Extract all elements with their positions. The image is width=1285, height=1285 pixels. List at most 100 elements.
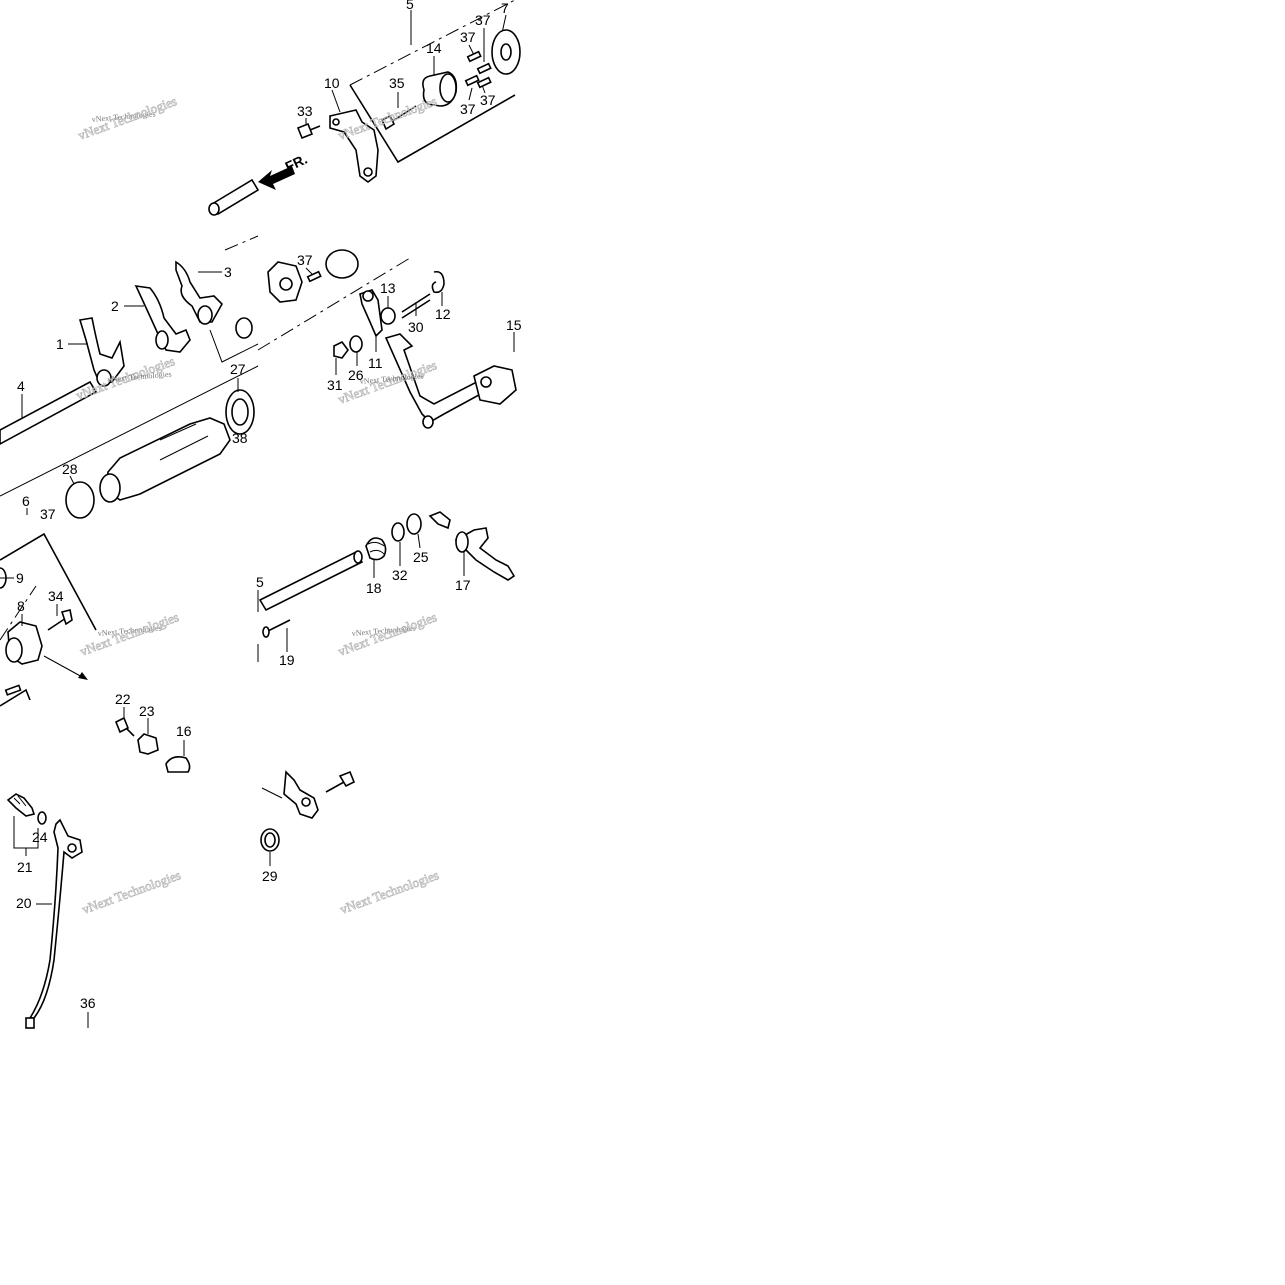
collar-16 xyxy=(165,756,191,773)
gearshift-spindle-17-flange xyxy=(455,531,469,553)
washer xyxy=(349,335,363,353)
gearshift-spindle-plate xyxy=(473,365,517,405)
leader-line xyxy=(468,87,473,101)
callout-30: 30 xyxy=(408,319,424,335)
dowel-pin xyxy=(464,74,480,87)
tie-rod-bolt xyxy=(325,781,345,793)
dowel-pin xyxy=(466,50,482,63)
leader-line xyxy=(69,475,75,485)
leader-line xyxy=(417,533,421,549)
tie-rod-bolt-head xyxy=(338,770,356,788)
boundary-line xyxy=(349,0,516,86)
drum-groove xyxy=(159,423,197,441)
boundary-line xyxy=(209,329,259,363)
shift-fork-2-boss xyxy=(155,330,169,350)
gearshift-spindle-end xyxy=(422,415,434,429)
pivot-bolt-21-thread xyxy=(13,795,27,807)
boundary-line xyxy=(0,365,259,497)
cam-bolt-34 xyxy=(47,617,67,631)
callout-4: 4 xyxy=(17,378,25,394)
drum-center-hole xyxy=(279,277,293,291)
gearshift-drum xyxy=(105,417,231,501)
tile-bottom: vNext Technologies vNext Technologies xyxy=(6,770,441,1029)
drum-bearing xyxy=(65,481,95,519)
callout-9: 9 xyxy=(16,570,24,586)
front-direction-label: FR. xyxy=(283,151,310,175)
stopper-bolt xyxy=(296,122,314,140)
washer-32 xyxy=(391,522,405,542)
callout-26: 26 xyxy=(348,367,364,383)
gearshift-pedal-shaft-end xyxy=(353,550,363,564)
collar xyxy=(380,307,396,325)
tile-lower-left: vNext Technologies vNext Technologies xyxy=(0,532,191,773)
drum-washer xyxy=(235,317,253,339)
stopper-arm-roller xyxy=(363,167,373,177)
spring-end xyxy=(428,511,451,530)
callout-1: 1 xyxy=(56,336,64,352)
leader-line xyxy=(331,89,341,113)
callout-38: 38 xyxy=(232,430,248,446)
pin-19-end xyxy=(262,626,270,638)
stopper-arm-11 xyxy=(359,289,383,338)
gearshift-spindle-17 xyxy=(454,527,516,581)
callout-13: 13 xyxy=(380,280,396,296)
callout-31: 31 xyxy=(327,377,343,393)
gearshift-pedal-pivot xyxy=(67,843,77,853)
direction-arrowhead xyxy=(78,672,88,680)
callout-20: 20 xyxy=(16,895,32,911)
callout-15: 15 xyxy=(506,317,522,333)
cam-bolt-head xyxy=(380,114,396,131)
return-spring-18-coils xyxy=(367,541,385,555)
callout-5: 5 xyxy=(406,0,414,12)
shift-fork-shaft xyxy=(0,380,98,445)
drum-groove xyxy=(159,435,209,461)
shift-fork-3 xyxy=(175,260,223,323)
callout-37: 37 xyxy=(40,506,56,522)
front-direction-arrow xyxy=(258,166,295,190)
clamp-23 xyxy=(137,733,159,755)
tile-middle-right: vNext Technologies vNext Technologies xyxy=(257,249,517,429)
dowel-pin xyxy=(4,684,22,696)
callout-16: 16 xyxy=(176,723,192,739)
bolt-22 xyxy=(114,716,130,734)
callout-25: 25 xyxy=(413,549,429,565)
dowel-pin xyxy=(476,62,492,75)
tile-middle-left: vNext Technologies vNext Technologies xyxy=(0,235,259,519)
callout-37: 37 xyxy=(460,29,476,45)
stopper-arm-11-hole xyxy=(362,290,374,302)
boundary-line xyxy=(257,257,411,351)
tie-rod-arm-hole xyxy=(301,797,311,807)
callout-37: 37 xyxy=(475,12,491,28)
shift-fork-2 xyxy=(134,285,191,353)
boundary-line xyxy=(0,532,97,631)
oil-seal-25 xyxy=(406,513,422,535)
shift-drum-pipe-end xyxy=(208,202,220,216)
watermark-text: vNext Technologies xyxy=(338,867,441,917)
leader-line xyxy=(305,267,313,275)
pin-19 xyxy=(265,619,291,633)
callout-18: 18 xyxy=(366,580,382,596)
boundary-line xyxy=(349,84,516,164)
callout-10: 10 xyxy=(324,75,340,91)
callout-19: 19 xyxy=(279,652,295,668)
callout-34: 34 xyxy=(48,588,64,604)
callout-24: 24 xyxy=(32,829,48,845)
callout-35: 35 xyxy=(389,75,405,91)
callout-17: 17 xyxy=(455,577,471,593)
callout-14: 14 xyxy=(426,40,442,56)
direction-line xyxy=(43,655,85,679)
gearshift-spindle-hole xyxy=(480,376,492,388)
callout-21: 21 xyxy=(17,859,33,875)
gearshift-pedal-shaft xyxy=(258,550,364,612)
callout-6: 6 xyxy=(22,493,30,509)
drum-center-plate-hole xyxy=(500,43,512,61)
shift-drum-cam-face xyxy=(439,73,457,103)
callout-11: 11 xyxy=(368,355,383,371)
drum-bearing xyxy=(325,249,359,279)
pivot-bolt-21 xyxy=(6,793,36,817)
callout-33: 33 xyxy=(297,103,313,119)
stopper-arm xyxy=(329,109,379,183)
callout-32: 32 xyxy=(392,567,408,583)
